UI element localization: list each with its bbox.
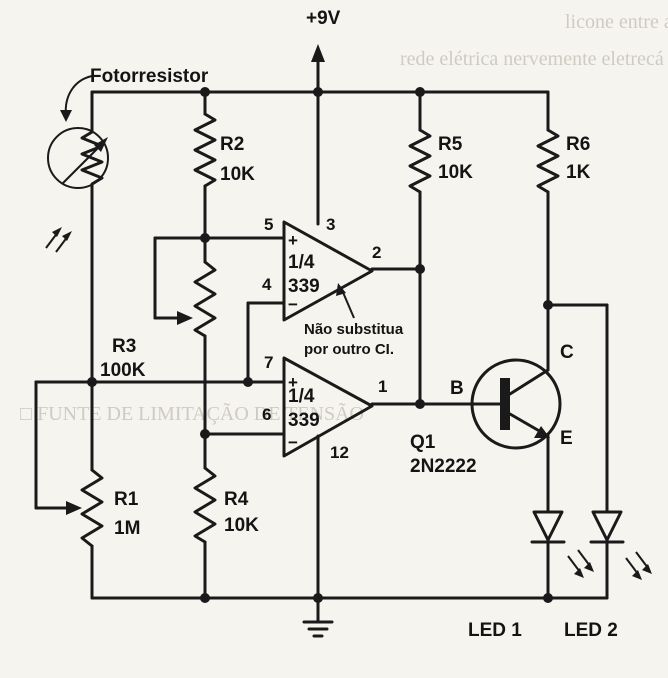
led-2-label: LED 2 xyxy=(564,620,618,641)
r4-id: R4 xyxy=(224,489,249,510)
led-1-label: LED 1 xyxy=(468,620,522,641)
note-line-1: Não substitua xyxy=(304,321,404,338)
opamp-2: + − xyxy=(34,356,422,620)
note-line-2: por outro CI. xyxy=(304,341,394,358)
r5-id: R5 xyxy=(438,134,463,155)
opamp-2-pin-plus: 7 xyxy=(264,353,273,372)
bleed-text-middle: □ FUNTE DE LIMITAÇÃO DE TENSÃO xyxy=(20,401,364,425)
opamp-1-fraction: 1/4 xyxy=(288,252,315,273)
r1-value: 1M xyxy=(114,518,140,539)
opamp-1-part: 339 xyxy=(288,276,320,297)
r5 xyxy=(408,90,432,406)
r1-id: R1 xyxy=(114,489,139,510)
opamp-2-fraction: 1/4 xyxy=(288,386,315,407)
transistor-q1 xyxy=(418,358,562,514)
opamp-1-pin-out: 2 xyxy=(372,243,381,262)
r6-value: 1K xyxy=(566,162,591,183)
photoresistor-label: Fotorresistor xyxy=(90,66,209,87)
r6 xyxy=(536,90,560,372)
opamp-1: + − xyxy=(203,220,422,384)
bleed-text-top2: rede elétrica nervemente eletrecá xyxy=(400,48,664,70)
r5-value: 10K xyxy=(438,162,473,183)
svg-text:+: + xyxy=(288,373,298,392)
q1-collector-label: C xyxy=(560,342,574,363)
supply-label: +9V xyxy=(306,8,341,29)
svg-text:+: + xyxy=(288,231,298,250)
divider-column xyxy=(193,90,217,600)
opamp-2-part: 339 xyxy=(288,410,320,431)
r3-id: R3 xyxy=(112,336,136,357)
svg-text:−: − xyxy=(288,433,298,452)
ground-rail xyxy=(90,596,609,638)
q1-id: Q1 xyxy=(410,432,436,453)
opamp-2-pin-out: 1 xyxy=(378,377,387,396)
r3-wiper xyxy=(153,236,207,325)
bleed-text-top: licone entre a aba do transistor e o dis… xyxy=(565,11,668,33)
r6-id: R6 xyxy=(566,134,590,155)
r3-value: 100K xyxy=(100,360,146,381)
q1-part: 2N2222 xyxy=(410,456,477,477)
q1-emitter-label: E xyxy=(560,428,573,449)
opamp-2-pin-gnd: 12 xyxy=(330,443,349,462)
opamp-1-pin-minus: 4 xyxy=(262,275,272,294)
opamp-1-pin-plus: 5 xyxy=(264,215,273,234)
note-pointer xyxy=(341,289,355,319)
junctions xyxy=(87,87,553,603)
opamp-1-pin-vcc: 3 xyxy=(326,215,335,234)
led-2 xyxy=(546,303,652,600)
r2-value: 10K xyxy=(220,164,255,185)
svg-text:−: − xyxy=(288,295,298,314)
led-1 xyxy=(530,510,594,600)
photoresistor xyxy=(45,75,109,472)
r2-id: R2 xyxy=(220,134,244,155)
opamp-2-pin-minus: 6 xyxy=(262,405,271,424)
q1-base-label: B xyxy=(450,378,464,399)
r4-value: 10K xyxy=(224,515,259,536)
